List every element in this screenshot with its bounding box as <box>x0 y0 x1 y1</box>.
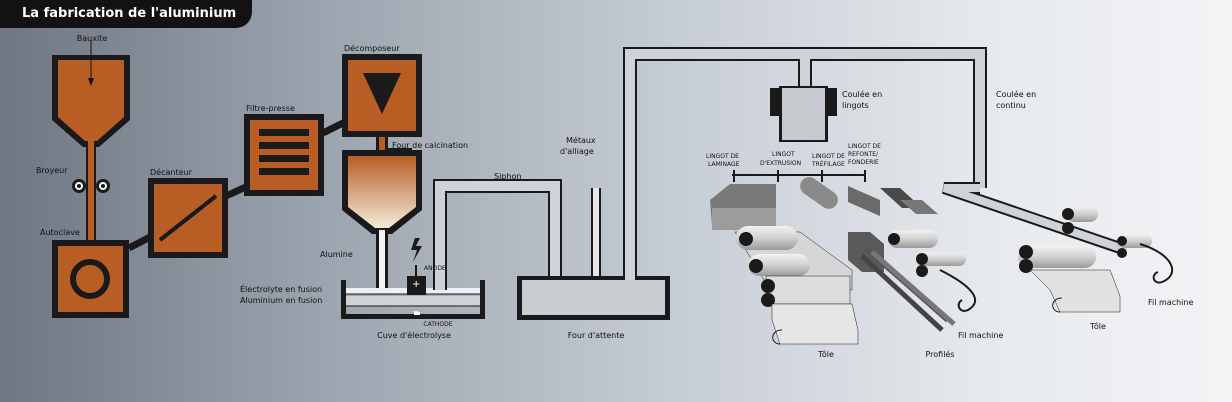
refonte-ingots <box>880 188 938 214</box>
lightning-icon <box>411 238 422 262</box>
page-title: La fabrication de l'aluminium <box>0 0 252 28</box>
label-cathode: CATHODE <box>423 321 453 328</box>
label-coulee-lingots-1: Coulée en <box>842 90 883 99</box>
ingot-type-bracket <box>732 170 866 182</box>
label-coulee-continu-1: Coulée en <box>996 90 1037 99</box>
label-electrolyte: Électrolyte en fusion <box>240 285 323 294</box>
label-aluminium-fusion: Aluminium en fusion <box>240 296 323 305</box>
label-lingot-extrusion-1: LINGOT <box>772 151 795 158</box>
label-tole-1: Tôle <box>818 350 834 359</box>
label-lingot-refonte-1: LINGOT DE <box>848 143 881 150</box>
coulee-lingots-mould <box>770 86 837 142</box>
metaux-alliage-tube <box>591 188 601 283</box>
label-coulee-continu-2: continu <box>996 101 1026 110</box>
four-calcination <box>342 150 422 234</box>
continu-tole-line <box>1018 245 1121 313</box>
cathode-minus-sign: − <box>412 307 419 316</box>
four-attente <box>517 276 670 320</box>
bauxite-hopper <box>52 40 130 147</box>
label-cuve: Cuve d'électrolyse <box>377 331 451 340</box>
label-anode: ANODE <box>424 265 446 272</box>
distribution-pipe <box>623 47 987 280</box>
label-four-calcination: Four de calcination <box>392 141 469 150</box>
label-metaux-1: Métaux <box>566 136 596 145</box>
coulee-continu-strip <box>942 182 1128 256</box>
anode-plus-sign: + <box>412 279 421 290</box>
label-lingot-trefilage-1: LINGOT DE <box>812 153 845 160</box>
connector-filtre-decomposeur <box>321 118 347 137</box>
trefilage-line <box>848 186 976 312</box>
label-lingot-laminage-2: LAMINAGE <box>708 161 740 168</box>
label-broyeur: Broyeur <box>36 166 68 175</box>
label-coulee-lingots-2: lingots <box>842 101 869 110</box>
label-lingot-refonte-2: REFONTE/ <box>848 151 879 158</box>
laminage-line <box>710 184 859 345</box>
label-fil-machine-2: Fil machine <box>1148 298 1194 307</box>
label-filtre-presse: Filtre-presse <box>246 104 295 113</box>
decomposeur-box <box>342 54 422 137</box>
label-profiles: Profilés <box>925 350 955 359</box>
label-lingot-trefilage-2: TRÉFILAGE <box>812 161 845 168</box>
label-decanteur: Décanteur <box>150 168 192 177</box>
extrusion-line <box>800 177 956 332</box>
label-bauxite: Bauxite <box>76 34 108 43</box>
label-fil-machine-1: Fil machine <box>958 331 1004 340</box>
label-metaux-2: d'alliage <box>560 147 594 156</box>
label-lingot-laminage-1: LINGOT DE <box>706 153 739 160</box>
continu-fil-line <box>1062 206 1174 284</box>
anode-block <box>407 265 426 295</box>
alumine-pipe <box>376 230 388 292</box>
autoclave-box <box>52 240 129 318</box>
crusher-gears-icon <box>72 179 110 193</box>
label-autoclave: Autoclave <box>40 228 80 237</box>
decanteur-box <box>148 178 228 258</box>
filtre-presse-box <box>244 114 324 196</box>
siphon-pipe <box>433 179 562 290</box>
label-lingot-refonte-3: FONDERIE <box>848 159 879 166</box>
label-alumine: Alumine <box>320 250 353 259</box>
label-four-attente: Four d'attente <box>567 331 625 340</box>
label-lingot-extrusion-2: D'EXTRUSION <box>760 160 802 167</box>
label-siphon: Siphon <box>494 172 522 181</box>
label-decomposeur: Décomposeur <box>344 44 400 53</box>
broyeur-pipe <box>86 141 96 253</box>
label-tole-2: Tôle <box>1090 322 1106 331</box>
cathode-bar <box>414 312 420 315</box>
